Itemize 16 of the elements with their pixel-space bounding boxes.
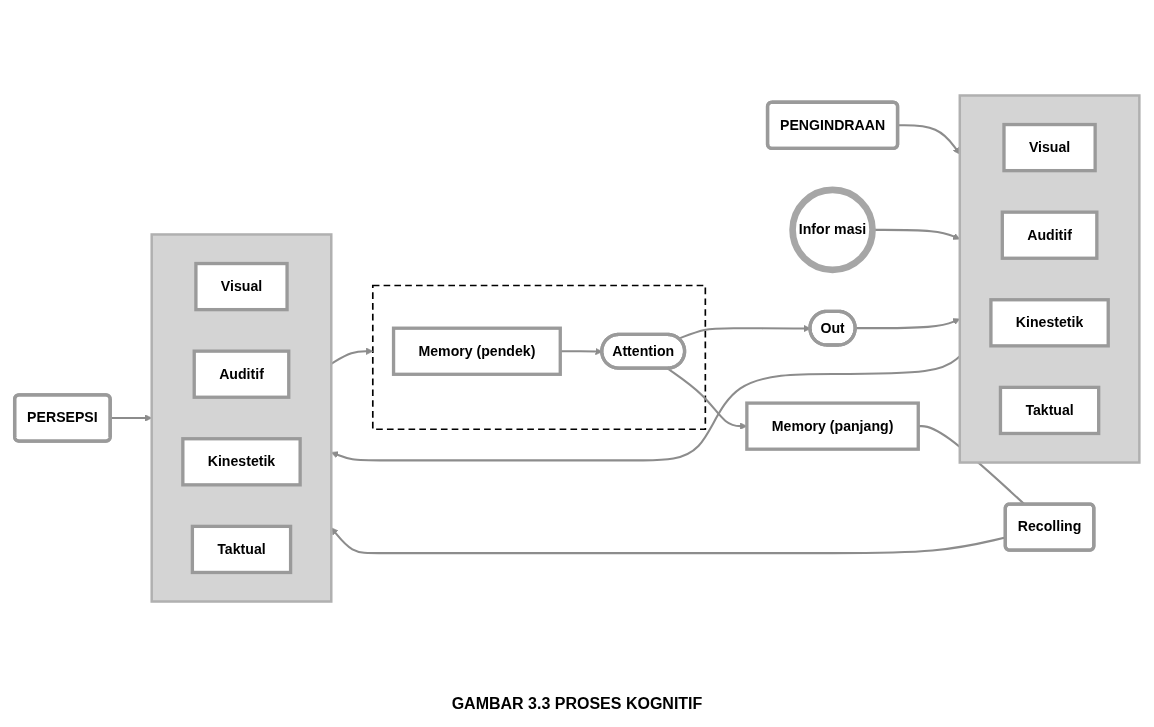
cluster	[371, 284, 707, 431]
caption: GAMBAR 3.3 PROSES KOGNITIF	[451, 695, 703, 713]
node-circle: Infor masi	[789, 186, 876, 274]
node-box: Kinestetik	[989, 298, 1110, 348]
node-box: Visual	[194, 261, 289, 312]
node-box: Taktual	[998, 385, 1101, 436]
cluster	[150, 233, 333, 603]
node-box: Visual	[1002, 122, 1097, 173]
node-box: Memory (pendek)	[391, 326, 562, 376]
arrow	[678, 324, 811, 340]
node-box: Kinestetik	[181, 437, 302, 487]
node-box: Auditif	[1000, 210, 1099, 260]
node-box: Auditif	[192, 349, 291, 399]
node-box: Memory (panjang)	[745, 401, 920, 451]
cluster	[958, 94, 1141, 464]
node-box: Taktual	[190, 524, 293, 575]
